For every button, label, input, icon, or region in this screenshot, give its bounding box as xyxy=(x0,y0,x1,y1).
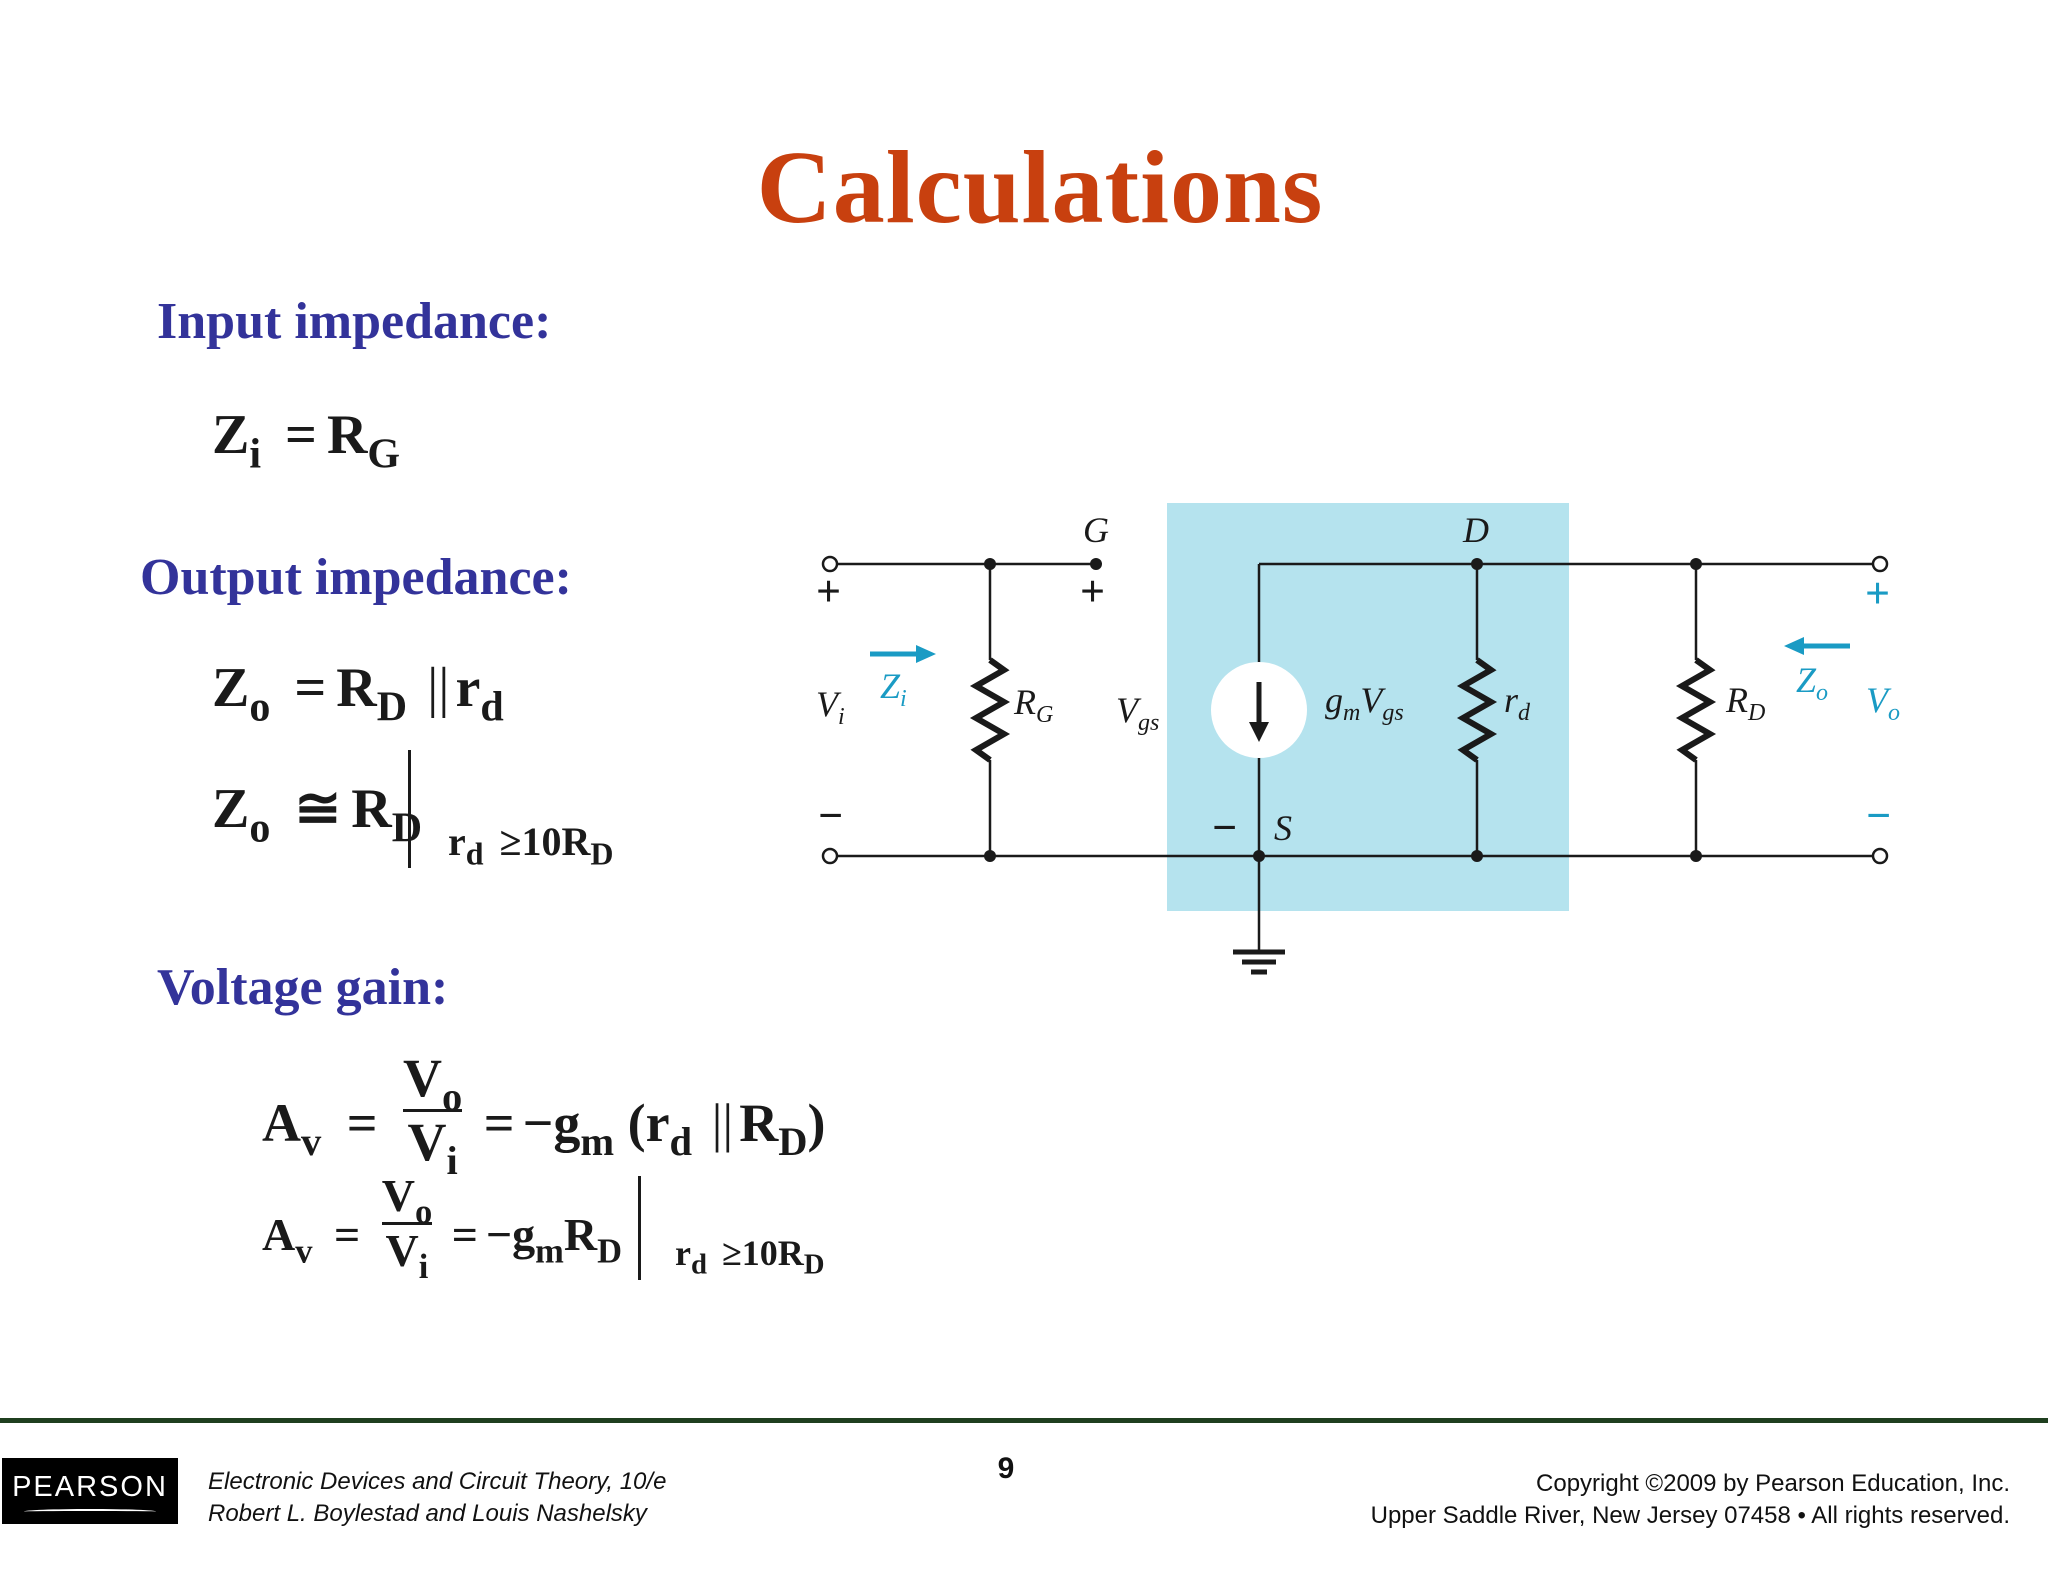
zi-label: Zi xyxy=(880,666,907,712)
vgs-plus-sign: + xyxy=(1080,567,1105,616)
svg-text:Vgs: Vgs xyxy=(1116,690,1159,736)
page-number: 9 xyxy=(997,1452,1015,1485)
rd-load-resistor xyxy=(1675,564,1717,856)
svg-text:Vi: Vi xyxy=(816,684,845,730)
node-label-s: S xyxy=(1274,808,1292,848)
copyright-line: Copyright ©2009 by Pearson Education, In… xyxy=(1536,1470,2010,1497)
vgs-label: Vgs xyxy=(1116,690,1159,736)
ground-icon xyxy=(1233,856,1285,975)
book-title: Electronic Devices and Circuit Theory, 1… xyxy=(208,1468,667,1495)
equation-zo: Zo =RD ||rd xyxy=(212,657,504,731)
condition-zo: rd ≥10RD xyxy=(448,819,614,872)
evaluation-bar xyxy=(408,750,411,868)
vo-label: Vo xyxy=(1866,680,1900,726)
svg-text:Vo: Vo xyxy=(1866,680,1900,726)
svg-text:Zi: Zi xyxy=(880,666,907,712)
node-label-d: D xyxy=(1462,510,1489,550)
rd-load-label: RD xyxy=(1725,680,1765,726)
vi-plus-sign: + xyxy=(816,567,841,616)
svg-text:RD: RD xyxy=(1725,680,1765,726)
vo-minus-sign: − xyxy=(1866,791,1891,840)
pearson-logo: PEARSON xyxy=(2,1458,178,1524)
input-impedance-heading: Input impedance: xyxy=(157,293,552,350)
vi-label: Vi xyxy=(816,684,845,730)
jfet-ac-equivalent-circuit: G D S + + + − − − Vi Zi RG Vgs gmVgs rd … xyxy=(816,503,1900,975)
svg-text:RG: RG xyxy=(1013,682,1053,728)
vgs-minus-sign: − xyxy=(1212,803,1237,852)
copyright-address: Upper Saddle River, New Jersey 07458 • A… xyxy=(1370,1502,2010,1529)
page-title: Calculations xyxy=(756,130,1324,245)
equation-av: Av = Vo Vi =−gm (rd ||RD) xyxy=(262,1048,826,1183)
output-terminal-bottom xyxy=(1871,847,1889,865)
footer-divider xyxy=(0,1418,2048,1423)
rg-resistor xyxy=(969,564,1011,856)
output-impedance-heading: Output impedance: xyxy=(140,549,572,606)
input-terminal-bottom xyxy=(821,847,839,865)
rd-resistor xyxy=(1456,564,1498,856)
evaluation-bar-gain xyxy=(638,1176,641,1280)
current-source-arrow-icon xyxy=(1249,682,1269,742)
equation-zo-approx: Zo ≅RD xyxy=(212,778,423,852)
svg-text:rd: rd xyxy=(1504,680,1531,726)
vo-plus-sign: + xyxy=(1865,569,1890,618)
gate-node xyxy=(1090,558,1102,570)
zo-label: Zo xyxy=(1796,660,1828,706)
svg-text:Zo: Zo xyxy=(1796,660,1828,706)
equation-zi: Zi =RG xyxy=(212,404,401,478)
rd-label: rd xyxy=(1504,680,1531,726)
book-authors: Robert L. Boylestad and Louis Nashelsky xyxy=(208,1500,647,1527)
equation-av-approx: Av = Vo Vi =−gmRD xyxy=(262,1170,623,1287)
svg-text:gmVgs: gmVgs xyxy=(1325,680,1404,726)
zi-arrow-icon xyxy=(870,645,936,663)
output-terminal-top xyxy=(1871,555,1889,573)
input-terminal-top xyxy=(821,555,839,573)
rg-label: RG xyxy=(1013,682,1053,728)
zo-arrow-icon xyxy=(1784,637,1850,655)
gm-vgs-label: gmVgs xyxy=(1325,680,1404,726)
voltage-gain-heading: Voltage gain: xyxy=(157,959,449,1016)
condition-av: rd ≥10RD xyxy=(675,1233,825,1281)
node-label-g: G xyxy=(1083,510,1109,550)
vi-minus-sign: − xyxy=(818,791,843,840)
